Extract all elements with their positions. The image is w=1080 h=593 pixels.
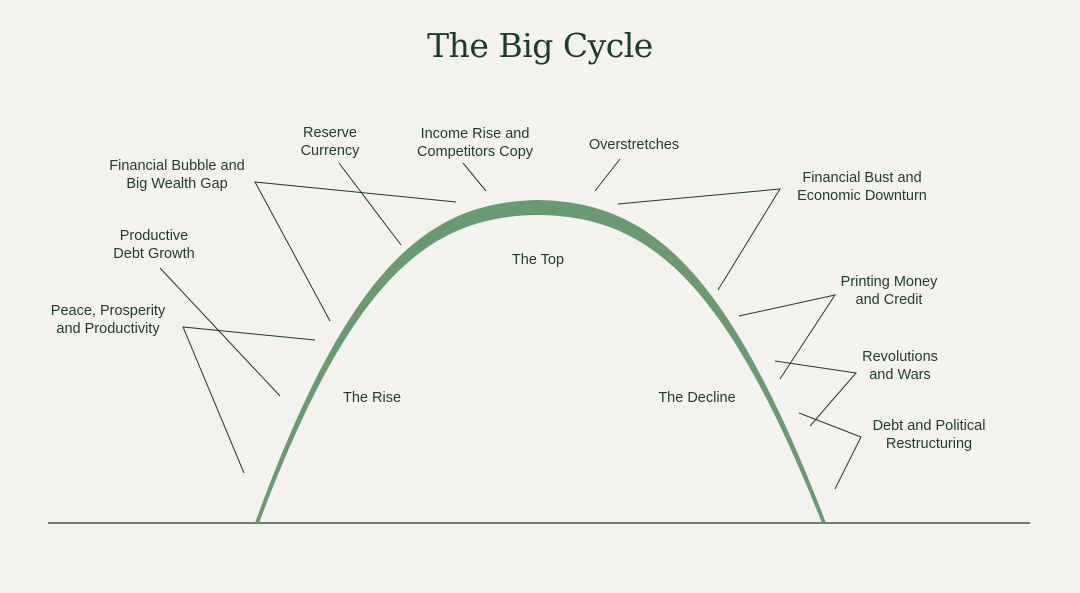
stage-label-line: Printing Money: [840, 274, 938, 290]
stage-label-line: and Wars: [869, 367, 931, 383]
leader-line-bubble: [254, 181, 457, 322]
stage-label-overstretches: Overstretches: [589, 136, 679, 154]
stage-label-line: Income Rise and: [420, 126, 530, 142]
stage-label-income-rise: Income Rise and Competitors Copy: [417, 125, 533, 161]
stage-label-line: Restructuring: [885, 436, 973, 452]
stage-label-restructuring: Debt and Political Restructuring: [873, 417, 986, 453]
diagram-title: The Big Cycle: [427, 26, 653, 65]
stage-label-line: Financial Bubble and: [109, 158, 245, 174]
stage-label-productive-debt: Productive Debt Growth: [113, 227, 194, 263]
leader-line-bust: [617, 188, 781, 291]
leader-line-printing: [738, 294, 837, 380]
stage-label-revolutions: Revolutions and Wars: [862, 348, 938, 384]
stage-label-printing-money: Printing Money and Credit: [841, 273, 938, 309]
stage-label-peace: Peace, Prosperity and Productivity: [51, 302, 165, 338]
leader-lines: [159, 158, 862, 490]
leader-line-restructuring: [798, 412, 862, 490]
leader-line-reserve: [338, 162, 402, 246]
stage-label-line: Debt Growth: [113, 246, 195, 262]
stage-label-line: Competitors Copy: [416, 144, 534, 160]
phase-label-top: The Top: [511, 252, 565, 268]
stage-label-line: Productive: [119, 228, 189, 244]
stage-label-line: Big Wealth Gap: [126, 176, 228, 192]
stage-label-reserve-currency: Reserve Currency: [301, 124, 360, 160]
stage-label-financial-bubble: Financial Bubble and Big Wealth Gap: [109, 157, 244, 193]
stage-label-line: and Productivity: [56, 321, 160, 337]
stage-label-line: Currency: [300, 143, 360, 159]
leader-line-revolutions: [774, 360, 857, 427]
leader-line-productive-debt: [159, 267, 281, 397]
stage-label-line: and Credit: [855, 292, 923, 308]
stage-label-line: Financial Bust and: [802, 170, 922, 186]
stage-label-financial-bust: Financial Bust and Economic Downturn: [797, 169, 927, 205]
leader-line-peace: [182, 326, 316, 474]
leader-line-overstretches: [594, 158, 621, 192]
leader-line-income-rise: [462, 162, 487, 192]
stage-label-line: Debt and Political: [872, 418, 986, 434]
stage-label-line: Overstretches: [588, 137, 680, 153]
stage-label-line: Reserve: [302, 125, 357, 141]
phase-label-decline: The Decline: [658, 390, 736, 406]
stage-label-line: Revolutions: [862, 349, 938, 365]
phase-label-rise: The Rise: [342, 390, 402, 406]
cycle-curve: [255, 200, 826, 523]
stage-label-line: Peace, Prosperity: [50, 303, 166, 319]
stage-label-line: Economic Downturn: [797, 188, 927, 204]
